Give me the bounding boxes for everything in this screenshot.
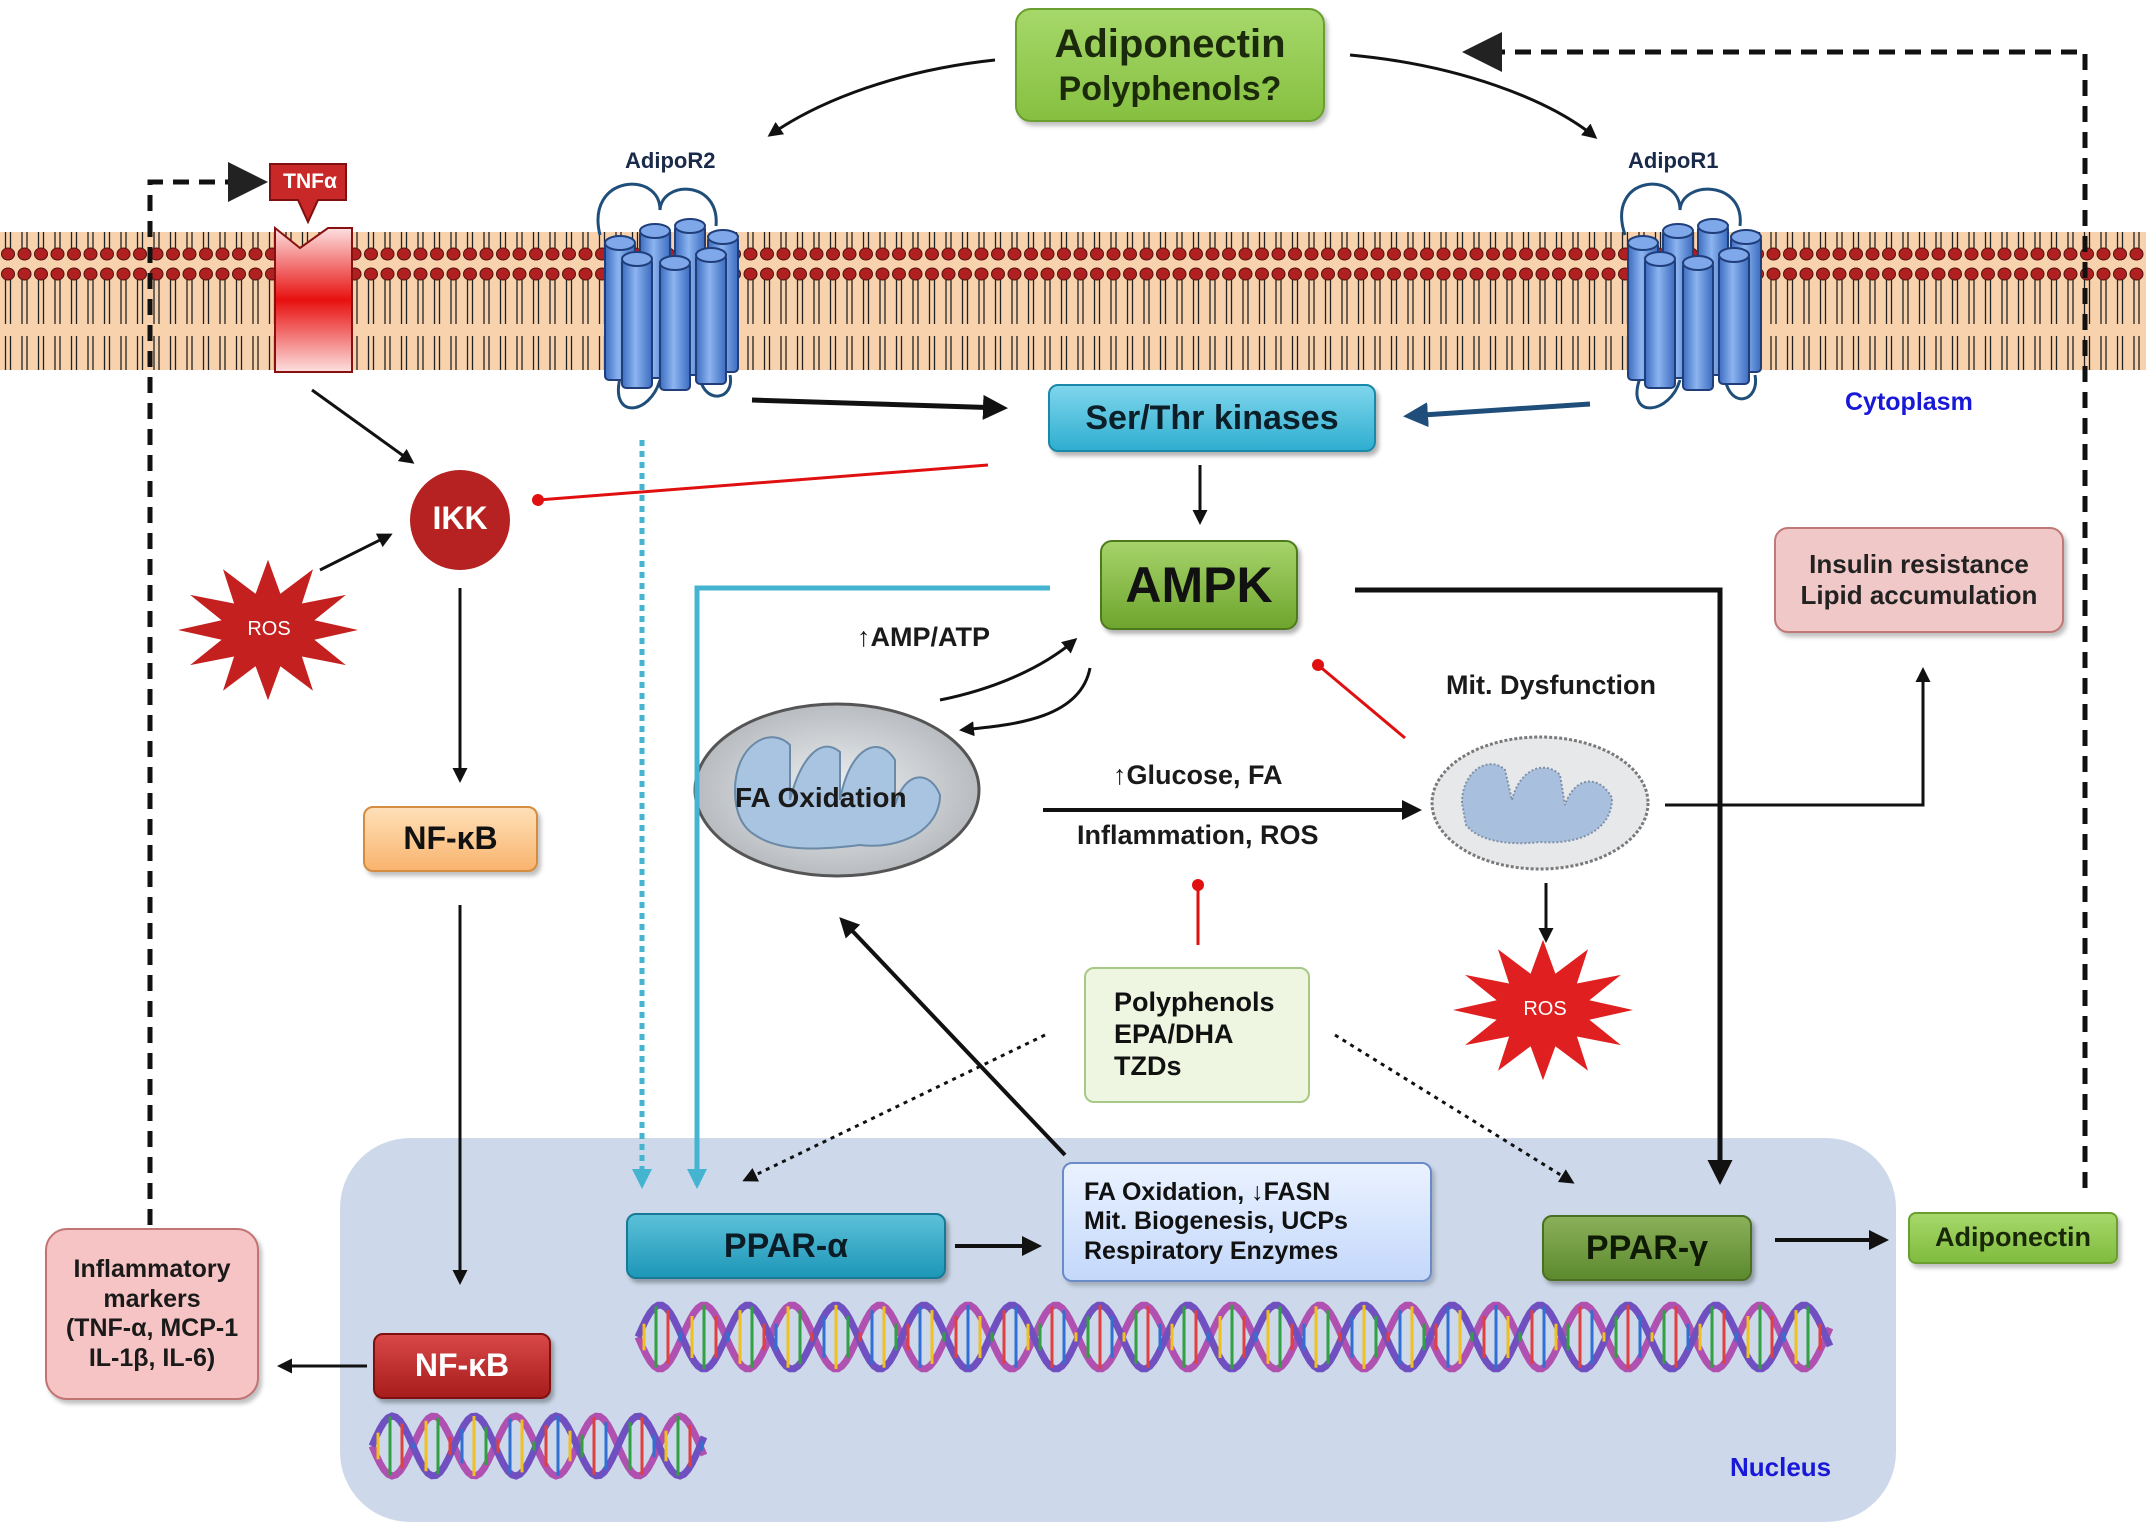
- arrow-tnf-to-ikk: [311, 388, 415, 464]
- ros-label-left: ROS: [247, 618, 291, 640]
- tzds-label: TZDs: [1114, 1050, 1182, 1081]
- targets-line-3: Respiratory Enzymes: [1084, 1236, 1339, 1265]
- insulin-resistance-box: Insulin resistance Lipid accumulation: [1774, 527, 2064, 633]
- nfkb-cytoplasm-box: NF-κB: [363, 806, 538, 872]
- dysfunctional-mitochondrion: [1430, 735, 1650, 871]
- nfkb-cytoplasm-label: NF-κB: [403, 820, 498, 857]
- arrow-to-adipor2: [767, 58, 996, 137]
- ser-thr-kinases-label: Ser/Thr kinases: [1085, 398, 1339, 437]
- agents-box: Polyphenols EPA/DHA TZDs: [1084, 967, 1310, 1103]
- inflammatory-markers-box: Inflammatory markers (TNF-α, MCP-1 IL-1β…: [45, 1228, 259, 1400]
- cell-membrane: [0, 232, 2146, 370]
- amp-atp-label: ↑AMP/ATP: [857, 622, 990, 652]
- adiponectin-output-box: Adiponectin: [1908, 1212, 2118, 1264]
- arrow-agents-to-ppar-gamma: [1334, 1033, 1575, 1184]
- ampk-label: AMPK: [1125, 556, 1273, 613]
- ikk-label: IKK: [432, 500, 488, 536]
- arrow-agents-to-ppar-alpha: [742, 1033, 1046, 1182]
- ros-label-right: ROS: [1523, 998, 1567, 1020]
- fa-oxidation-label: FA Oxidation: [735, 782, 907, 813]
- inflammatory-label: Inflammatory: [73, 1255, 231, 1283]
- adipor1-label: AdipoR1: [1628, 148, 1719, 173]
- ser-thr-kinases-box: Ser/Thr kinases: [1048, 384, 1376, 452]
- adiponectin-output-label: Adiponectin: [1935, 1222, 2091, 1253]
- ppar-alpha-box: PPAR-α: [626, 1213, 946, 1279]
- tnf-alpha-label: TNFα: [283, 170, 337, 193]
- targets-line-2: Mit. Biogenesis, UCPs: [1084, 1207, 1348, 1236]
- inflammation-feedback-arrow: [147, 162, 268, 1225]
- ampk-box: AMPK: [1100, 540, 1298, 630]
- nucleus-label: Nucleus: [1730, 1452, 1832, 1482]
- arrow-ampk-to-mito: [959, 667, 1092, 737]
- ppar-gamma-box: PPAR-γ: [1542, 1215, 1752, 1281]
- adipor2-label: AdipoR2: [625, 148, 716, 173]
- inflammation-ros-label: Inflammation, ROS: [1077, 820, 1319, 850]
- ros-starburst-right: [1453, 939, 1633, 1081]
- arrow-mito-to-ampk: [939, 638, 1078, 702]
- adiponectin-title: Adiponectin: [1054, 22, 1286, 67]
- polyphenols-label: Polyphenols: [1114, 987, 1275, 1018]
- markers-label: markers: [103, 1284, 201, 1313]
- arrow-to-adipor1: [1349, 53, 1598, 139]
- ppar-gamma-label: PPAR-γ: [1585, 1228, 1709, 1267]
- lipid-accumulation-label: Lipid accumulation: [1800, 580, 2038, 610]
- nfkb-nucleus-box: NF-κB: [373, 1333, 551, 1399]
- adiponectin-polyphenols-box: Adiponectin Polyphenols?: [1015, 8, 1325, 122]
- insulin-resistance-label: Insulin resistance: [1809, 549, 2029, 580]
- arrow-adipor1-to-kinases: [1403, 401, 1591, 428]
- inhibition-kinases-to-ikk: [532, 463, 989, 506]
- tnf-receptor: [269, 163, 353, 373]
- dna-helix-main: [634, 1301, 1834, 1373]
- arrow-ampk-to-ppar-gamma: [1355, 587, 1733, 1185]
- ppar-alpha-targets-box: FA Oxidation, ↓FASN Mit. Biogenesis, UCP…: [1062, 1162, 1432, 1282]
- ppar-alpha-label: PPAR-α: [723, 1226, 849, 1265]
- arrow-ros-to-ikk: [319, 533, 393, 572]
- ikk-node: [410, 470, 510, 570]
- ros-starburst-left: [178, 559, 358, 701]
- epa-dha-label: EPA/DHA: [1114, 1019, 1234, 1050]
- adiponectin-feedback-arrow: [1462, 32, 2088, 1188]
- nfkb-nucleus-label: NF-κB: [414, 1347, 510, 1384]
- arrow-ampk-to-ppar-alpha: [687, 585, 1050, 1189]
- markers-list-2: IL-1β, IL-6): [88, 1343, 216, 1372]
- arrow-dysfunction-to-insulin: [1665, 667, 1931, 807]
- cytoplasm-label: Cytoplasm: [1845, 388, 1973, 416]
- adipor2-receptor: [596, 182, 739, 410]
- inhibition-dysfunction-to-ampk: [1312, 659, 1406, 740]
- polyphenols-question: Polyphenols?: [1058, 69, 1282, 108]
- adipor1-receptor: [1620, 182, 1762, 410]
- glucose-fa-label: ↑Glucose, FA: [1113, 760, 1283, 790]
- dna-helix-small: [368, 1412, 708, 1480]
- mit-dysfunction-label: Mit. Dysfunction: [1446, 670, 1656, 700]
- markers-list-1: (TNF-α, MCP-1: [65, 1314, 239, 1342]
- arrow-adipor2-to-kinases: [751, 394, 1008, 420]
- healthy-mitochondrion: [693, 702, 981, 878]
- targets-line-1: FA Oxidation, ↓FASN: [1084, 1177, 1331, 1206]
- arrow-targets-to-mito: [839, 917, 1067, 1157]
